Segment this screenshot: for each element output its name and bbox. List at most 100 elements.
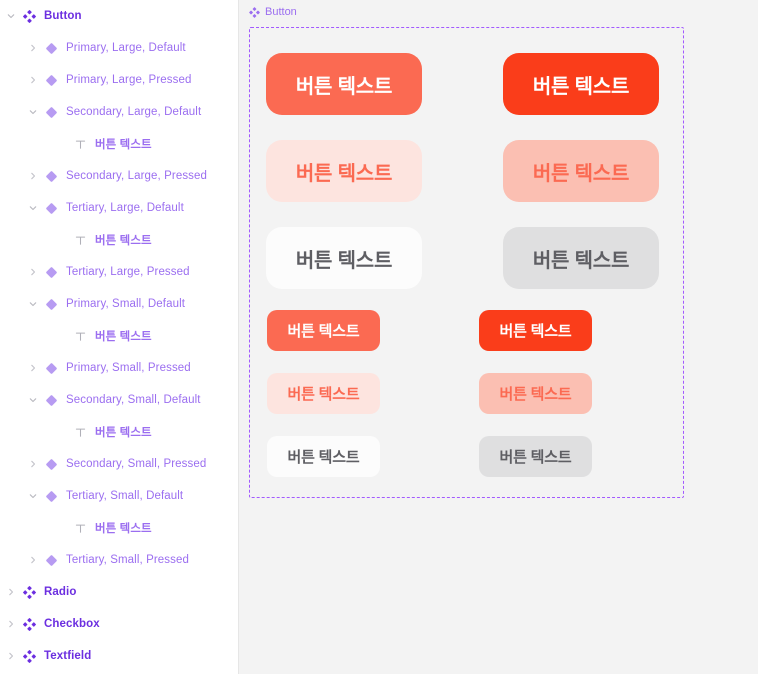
component-instance-icon (43, 72, 59, 88)
component-instance-icon (43, 392, 59, 408)
button-label: 버튼 텍스트 (287, 323, 360, 340)
text-layer-icon (72, 328, 88, 344)
button-primary-large-pressed[interactable]: 버튼 텍스트 (503, 53, 659, 115)
button-secondary-small-pressed[interactable]: 버튼 텍스트 (479, 373, 592, 414)
layer-row-button-0[interactable]: Button (0, 0, 238, 32)
chevron-right-icon[interactable] (26, 169, 40, 183)
button-tertiary-large-pressed[interactable]: 버튼 텍스트 (503, 227, 659, 289)
button-tertiary-large-default[interactable]: 버튼 텍스트 (266, 227, 422, 289)
chevron-right-icon[interactable] (26, 73, 40, 87)
frame-label[interactable]: Button (249, 6, 297, 18)
layer-row-tertiary-large-default-6[interactable]: Tertiary, Large, Default (0, 192, 238, 224)
component-instance-icon (43, 296, 59, 312)
component-set-icon (21, 8, 37, 24)
chevron-right-icon[interactable] (26, 553, 40, 567)
layer-row-tertiary-large-pressed-8[interactable]: Tertiary, Large, Pressed (0, 256, 238, 288)
layer-label: Radio (44, 586, 77, 598)
layer-row-버튼-텍스트-4[interactable]: 버튼 텍스트 (0, 128, 238, 160)
button-label: 버튼 텍스트 (499, 386, 572, 403)
chevron-down-icon[interactable] (26, 105, 40, 119)
layer-label: Primary, Large, Default (66, 42, 186, 54)
layer-row-textfield-20[interactable]: Textfield (0, 640, 238, 672)
button-label: 버튼 텍스트 (499, 323, 572, 340)
button-label: 버튼 텍스트 (287, 386, 360, 403)
layer-row-tertiary-small-pressed-17[interactable]: Tertiary, Small, Pressed (0, 544, 238, 576)
layer-label: Secondary, Small, Default (66, 394, 201, 406)
layer-label: 버튼 텍스트 (95, 427, 152, 439)
component-set-icon (21, 584, 37, 600)
component-instance-icon (43, 264, 59, 280)
component-instance-icon (43, 200, 59, 216)
button-primary-small-pressed[interactable]: 버튼 텍스트 (479, 310, 592, 351)
component-instance-icon (43, 40, 59, 56)
button-primary-small-default[interactable]: 버튼 텍스트 (267, 310, 380, 351)
layer-row-secondary-small-default-12[interactable]: Secondary, Small, Default (0, 384, 238, 416)
text-layer-icon (72, 520, 88, 536)
button-label: 버튼 텍스트 (532, 249, 630, 272)
layer-row-secondary-small-pressed-14[interactable]: Secondary, Small, Pressed (0, 448, 238, 480)
chevron-down-icon[interactable] (26, 201, 40, 215)
component-instance-icon (43, 488, 59, 504)
layer-row-버튼-텍스트-7[interactable]: 버튼 텍스트 (0, 224, 238, 256)
chevron-right-icon[interactable] (26, 457, 40, 471)
component-set-icon (21, 616, 37, 632)
component-instance-icon (43, 168, 59, 184)
button-label: 버튼 텍스트 (295, 75, 393, 98)
layer-label: Tertiary, Small, Pressed (66, 554, 189, 566)
chevron-down-icon[interactable] (26, 489, 40, 503)
layer-label: Checkbox (44, 618, 100, 630)
layer-row-primary-small-default-9[interactable]: Primary, Small, Default (0, 288, 238, 320)
layer-row-버튼-텍스트-13[interactable]: 버튼 텍스트 (0, 416, 238, 448)
chevron-right-icon[interactable] (26, 41, 40, 55)
chevron-right-icon[interactable] (4, 649, 18, 663)
layer-row-radio-18[interactable]: Radio (0, 576, 238, 608)
layer-label: Button (44, 10, 82, 22)
layer-label: Tertiary, Large, Pressed (66, 266, 190, 278)
component-instance-icon (43, 456, 59, 472)
button-secondary-small-default[interactable]: 버튼 텍스트 (267, 373, 380, 414)
button-secondary-large-default[interactable]: 버튼 텍스트 (266, 140, 422, 202)
layer-row-primary-small-pressed-11[interactable]: Primary, Small, Pressed (0, 352, 238, 384)
chevron-right-icon[interactable] (26, 361, 40, 375)
chevron-right-icon[interactable] (4, 617, 18, 631)
chevron-right-icon[interactable] (4, 585, 18, 599)
chevron-down-icon[interactable] (26, 297, 40, 311)
layer-label: 버튼 텍스트 (95, 139, 152, 151)
button-tertiary-small-default[interactable]: 버튼 텍스트 (267, 436, 380, 477)
button-secondary-large-pressed[interactable]: 버튼 텍스트 (503, 140, 659, 202)
chevron-right-icon[interactable] (26, 265, 40, 279)
button-primary-large-default[interactable]: 버튼 텍스트 (266, 53, 422, 115)
layer-label: Textfield (44, 650, 92, 662)
chevron-down-icon[interactable] (26, 393, 40, 407)
button-label: 버튼 텍스트 (532, 75, 630, 98)
layer-row-secondary-large-pressed-5[interactable]: Secondary, Large, Pressed (0, 160, 238, 192)
layer-label: 버튼 텍스트 (95, 331, 152, 343)
layer-label: 버튼 텍스트 (95, 523, 152, 535)
layer-row-버튼-텍스트-10[interactable]: 버튼 텍스트 (0, 320, 238, 352)
layer-label: Secondary, Large, Pressed (66, 170, 208, 182)
layer-label: Primary, Small, Pressed (66, 362, 191, 374)
layer-label: Tertiary, Small, Default (66, 490, 184, 502)
layer-row-tertiary-small-default-15[interactable]: Tertiary, Small, Default (0, 480, 238, 512)
layer-row-primary-large-default-1[interactable]: Primary, Large, Default (0, 32, 238, 64)
layer-label: 버튼 텍스트 (95, 235, 152, 247)
component-set-icon (249, 6, 260, 18)
component-instance-icon (43, 104, 59, 120)
button-label: 버튼 텍스트 (295, 249, 393, 272)
text-layer-icon (72, 424, 88, 440)
layer-row-primary-large-pressed-2[interactable]: Primary, Large, Pressed (0, 64, 238, 96)
layer-label: Secondary, Large, Default (66, 106, 202, 118)
layer-row-checkbox-19[interactable]: Checkbox (0, 608, 238, 640)
layer-row-secondary-large-default-3[interactable]: Secondary, Large, Default (0, 96, 238, 128)
text-layer-icon (72, 232, 88, 248)
button-tertiary-small-pressed[interactable]: 버튼 텍스트 (479, 436, 592, 477)
component-instance-icon (43, 360, 59, 376)
frame-label-text: Button (265, 6, 297, 18)
chevron-down-icon[interactable] (4, 9, 18, 23)
layer-label: Primary, Large, Pressed (66, 74, 192, 86)
layer-row-버튼-텍스트-16[interactable]: 버튼 텍스트 (0, 512, 238, 544)
